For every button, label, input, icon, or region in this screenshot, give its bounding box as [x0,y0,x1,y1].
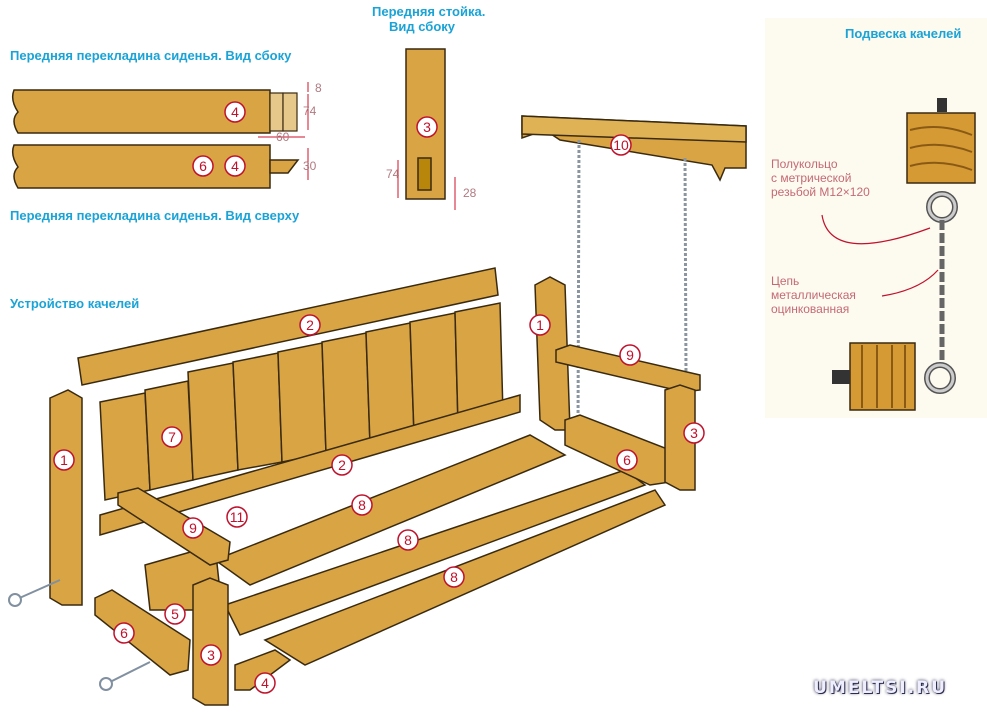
label-2-bottom: 2 [331,454,353,476]
label-4-top: 4 [224,155,246,177]
left-front-post [192,577,229,706]
title-post-view: Передняя стойка. Вид сбоку [372,4,486,34]
crossbar-top-view [11,144,300,189]
note-chain-line3: оцинкованная [771,302,850,316]
note-ring-line1: Полукольцо [771,157,838,171]
svg-text:3: 3 [207,647,215,663]
svg-text:3: 3 [423,119,431,135]
label-3-right: 3 [683,422,705,444]
dim-60: 60 [276,130,290,144]
dim-74-tenon: 74 [303,104,317,118]
note-ring: Полукольцо с метрической резьбой М12×120 [771,157,870,199]
svg-text:8: 8 [450,569,458,585]
svg-text:7: 7 [168,429,176,445]
dim-30: 30 [303,159,317,173]
svg-text:9: 9 [626,347,634,363]
label-8-a: 8 [351,494,373,516]
note-chain-line1: Цепь [771,274,800,288]
svg-text:3: 3 [690,425,698,441]
label-1-right: 1 [529,314,551,336]
label-2-top: 2 [299,314,321,336]
label-4-side: 4 [224,101,246,123]
svg-text:1: 1 [536,317,544,333]
label-9-left: 9 [182,517,204,539]
label-6-right: 6 [616,449,638,471]
back-top-rail [77,267,499,386]
note-chain-line2: металлическая [771,288,856,302]
front-post-side-view [405,48,446,200]
left-arm [117,487,231,566]
dim-74-mortise: 74 [386,167,400,181]
label-3-left: 3 [200,644,222,666]
label-4-front: 4 [254,672,276,694]
back-bottom-rail [99,394,521,537]
title-side-view: Передняя перекладина сиденья. Вид сбоку [10,48,292,63]
label-8-c: 8 [443,566,465,588]
label-7: 7 [161,426,183,448]
part-labels: 4 6 4 3 10 2 1 9 7 2 3 6 1 8 9 11 8 8 5 … [53,101,705,694]
dim-28: 28 [463,186,477,200]
svg-text:4: 4 [231,104,239,120]
label-9-right: 9 [619,344,641,366]
svg-text:8: 8 [358,497,366,513]
suspension-detail [821,98,976,411]
svg-text:9: 9 [189,520,197,536]
back-slats [99,302,504,501]
svg-text:4: 4 [261,675,269,691]
label-8-b: 8 [397,529,419,551]
dim-8: 8 [315,81,322,95]
seat-boards [213,434,667,666]
left-rear-post [49,389,83,606]
title-suspension: Подвеска качелей [845,26,962,41]
svg-text:1: 1 [60,452,68,468]
svg-text:2: 2 [306,317,314,333]
chains [576,139,688,431]
right-front-post [664,384,696,491]
note-ring-line3: резьбой М12×120 [771,185,870,199]
watermark: UMELTSI.RU [813,678,947,698]
svg-text:4: 4 [231,158,239,174]
title-top-view: Передняя перекладина сиденья. Вид сверху [10,208,300,223]
svg-text:6: 6 [623,452,631,468]
left-side-rail [94,589,191,676]
label-1-left: 1 [53,449,75,471]
svg-text:11: 11 [230,509,245,525]
title-post-view-line1: Передняя стойка. [372,4,486,19]
right-arm [555,344,701,393]
bolts [8,579,151,691]
svg-text:6: 6 [199,158,207,174]
title-assembly: Устройство качелей [10,296,140,311]
crossbar-side-view [11,89,298,134]
label-11: 11 [226,506,248,528]
label-3-post: 3 [416,116,438,138]
svg-text:5: 5 [171,606,179,622]
label-10: 10 [610,134,632,156]
label-6-left: 6 [113,622,135,644]
svg-text:6: 6 [120,625,128,641]
label-6-top: 6 [192,155,214,177]
note-ring-line2: с метрической [771,171,852,185]
title-post-view-line2: Вид сбоку [388,19,455,34]
svg-text:2: 2 [338,457,346,473]
svg-text:10: 10 [613,137,629,153]
label-5: 5 [164,603,186,625]
dimension-lines: 8 74 60 30 74 28 [258,81,477,210]
top-beam [521,115,747,182]
svg-text:8: 8 [404,532,412,548]
note-chain: Цепь металлическая оцинкованная [771,274,856,316]
